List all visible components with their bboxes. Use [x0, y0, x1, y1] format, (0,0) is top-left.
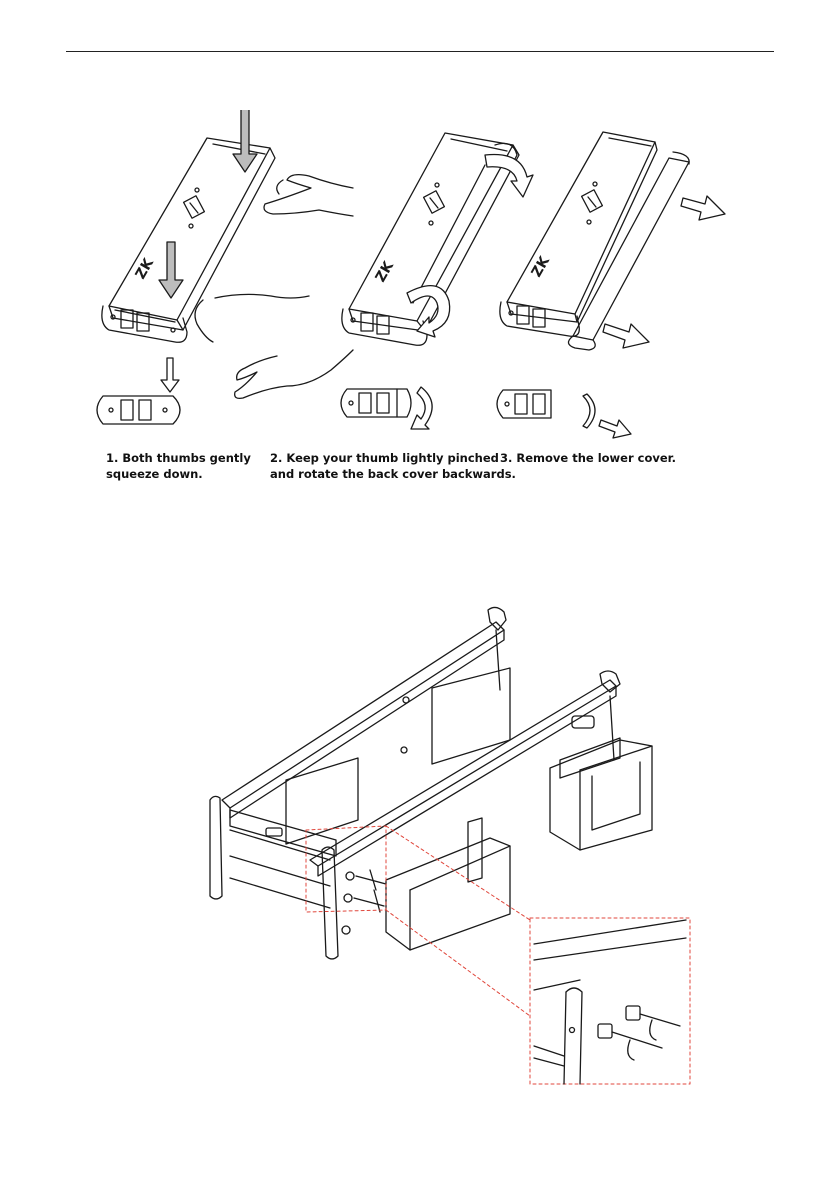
device-end-cap: [342, 309, 427, 345]
down-arrow-icon: [161, 358, 179, 392]
device-end-cap: [102, 306, 187, 342]
end-section-diagram: [97, 396, 180, 424]
detail-highlight-box: [306, 826, 690, 1084]
down-arrow-icon: [233, 110, 257, 172]
step-1-illustration: ZK: [95, 110, 355, 440]
right-arrow-icon: [599, 420, 631, 438]
right-arrow-icon: [681, 196, 725, 220]
step-1-caption-line-1: 1. Both thumbs gently: [106, 450, 251, 466]
step-2-caption-line-2: and rotate the back cover backwards.: [270, 466, 516, 482]
end-section-diagram: [497, 390, 595, 428]
packing-block-middle: [386, 818, 510, 950]
step-3-caption: 3. Remove the lower cover.: [500, 450, 676, 466]
end-section-diagram: [341, 389, 411, 417]
assembly-illustration: [200, 600, 720, 1090]
step-3-caption-line-1: 3. Remove the lower cover.: [500, 450, 676, 466]
hand-icon: [195, 294, 353, 398]
rotate-arrow-icon: [411, 387, 432, 429]
right-arrow-icon: [603, 324, 649, 348]
device-body: [507, 132, 657, 322]
header-rule: [66, 51, 774, 52]
lower-cover: [568, 152, 689, 350]
device-body: [109, 138, 275, 330]
left-frame: [210, 796, 386, 959]
step-2-caption: 2. Keep your thumb lightly pinched and r…: [270, 450, 516, 482]
device-logo: ZK: [373, 258, 398, 285]
step-3-illustration: ZK: [493, 128, 733, 440]
packing-block-right: [550, 738, 652, 850]
detail-inset: [534, 920, 686, 1084]
back-panel: [222, 607, 510, 844]
down-arrow-icon: [159, 242, 183, 298]
step-2-caption-line-1: 2. Keep your thumb lightly pinched: [270, 450, 516, 466]
step-1-caption: 1. Both thumbs gently squeeze down.: [106, 450, 251, 482]
step-1-caption-line-2: squeeze down.: [106, 466, 251, 482]
